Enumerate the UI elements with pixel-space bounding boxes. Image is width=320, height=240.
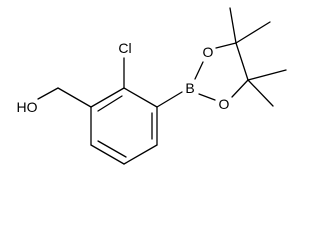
methyl-bond (235, 21, 271, 44)
methyl-bond (247, 79, 274, 107)
structure-canvas: Cl HO B O O (17, 7, 287, 165)
c-c-ring-bond (235, 42, 249, 81)
methyl-bond (229, 7, 237, 44)
ring-ch2-bond (57, 87, 92, 108)
dioxaborolane-ring: O O (194, 42, 249, 112)
c-b-bond (156, 91, 183, 108)
ring-bond (123, 144, 158, 165)
methyl-groups (229, 7, 287, 107)
ch2-oh-bond (37, 87, 59, 100)
oxygen-top-label: O (203, 44, 214, 60)
oxygen-bottom-label: O (219, 96, 230, 112)
b-o-bond (194, 61, 204, 80)
ring-bond (90, 144, 125, 165)
boron-label: B (185, 80, 194, 96)
ring-double-bond (97, 140, 127, 158)
c-o-bond (231, 79, 249, 98)
hydroxyl-label: HO (17, 99, 38, 115)
ring-bond (123, 87, 158, 108)
molecule-structure: Cl HO B O O (17, 7, 287, 165)
o-c-bond (215, 42, 237, 49)
o-b-bond (198, 93, 216, 101)
methyl-bond (247, 69, 287, 81)
benzene-ring (90, 87, 158, 165)
chlorine-label: Cl (118, 40, 131, 56)
ring-bond (90, 87, 125, 108)
ring-double-bond (97, 95, 123, 112)
